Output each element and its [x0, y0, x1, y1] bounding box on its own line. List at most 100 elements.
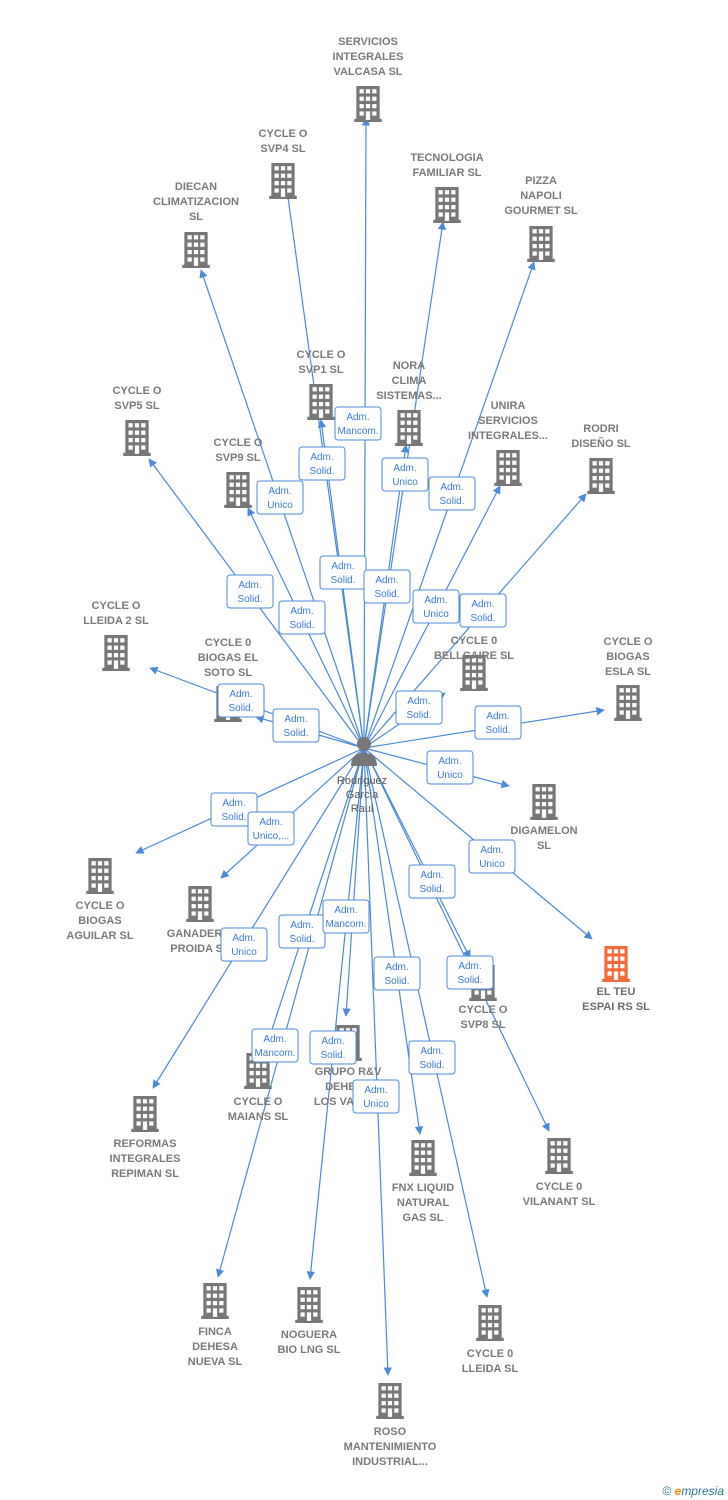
- building-icon: [527, 226, 555, 262]
- svg-text:Adm.Unico: Adm.Unico: [437, 756, 463, 781]
- edge-role-label: Adm.Solid.: [408, 1040, 456, 1075]
- svg-text:Adm.Unico: Adm.Unico: [423, 595, 449, 620]
- svg-text:Adm.Mancom.: Adm.Mancom.: [254, 1034, 295, 1059]
- svg-text:Adm.Solid.: Adm.Solid.: [283, 714, 308, 739]
- svg-text:Adm.Solid.: Adm.Solid.: [457, 961, 482, 986]
- edge-role-label: Adm.Solid.: [217, 683, 265, 718]
- svg-text:Adm.Solid.: Adm.Solid.: [470, 599, 495, 624]
- brand-logo-initial: e: [674, 1484, 682, 1498]
- edge-role-label: Adm.Solid.: [278, 914, 326, 949]
- building-icon: [224, 472, 252, 508]
- building-icon: [102, 635, 130, 671]
- svg-text:Adm.Solid.: Adm.Solid.: [289, 606, 314, 631]
- building-icon: [602, 946, 630, 982]
- svg-text:Adm.Solid.: Adm.Solid.: [309, 452, 334, 477]
- edge-noguera: [306, 747, 365, 1280]
- svg-text:Adm.Solid.: Adm.Solid.: [419, 870, 444, 895]
- edge-role-label: Adm.Mancom.: [334, 406, 382, 441]
- building-icon: [269, 163, 297, 199]
- building-icon: [587, 458, 615, 494]
- svg-text:Adm.Mancom.: Adm.Mancom.: [325, 905, 366, 930]
- edge-roso: [363, 747, 392, 1376]
- edge-finca: [215, 747, 365, 1278]
- edge-role-label: Adm.Solid.: [309, 1030, 357, 1065]
- building-icon: [614, 685, 642, 721]
- edge-role-label: Adm.Solid.: [226, 574, 274, 609]
- svg-text:Adm.Solid.: Adm.Solid.: [384, 962, 409, 987]
- edge-svp8: [363, 747, 471, 959]
- building-icon: [494, 450, 522, 486]
- svg-text:Adm.Unico: Adm.Unico: [363, 1085, 389, 1110]
- building-icon: [307, 384, 335, 420]
- building-icon: [476, 1305, 504, 1341]
- svg-text:Adm.Solid.: Adm.Solid.: [439, 482, 464, 507]
- svg-text:Adm.Solid.: Adm.Solid.: [237, 580, 262, 605]
- building-icon: [545, 1138, 573, 1174]
- footer-brand: © empresia: [662, 1484, 724, 1498]
- svg-text:Adm.Unico: Adm.Unico: [479, 845, 505, 870]
- edge-role-label: Adm.Unico: [256, 480, 304, 515]
- edge-role-label: Adm.Solid.: [363, 569, 411, 604]
- building-icon: [201, 1283, 229, 1319]
- edge-role-label: Adm.Unico: [381, 457, 429, 492]
- edge-repiman: [152, 747, 365, 1089]
- building-icon: [395, 410, 423, 446]
- edge-role-label: Adm.Unico: [352, 1079, 400, 1114]
- edge-role-label: Adm.Unico: [220, 927, 268, 962]
- svg-text:Adm.Solid.: Adm.Solid.: [374, 575, 399, 600]
- svg-text:Adm.Solid.: Adm.Solid.: [320, 1036, 345, 1061]
- building-icon: [409, 1140, 437, 1176]
- svg-text:Adm.Solid.: Adm.Solid.: [330, 561, 355, 586]
- edge-role-label: Adm.Unico: [412, 589, 460, 624]
- edge-vilanant: [363, 747, 550, 1132]
- svg-text:Adm.Solid.: Adm.Solid.: [221, 798, 246, 823]
